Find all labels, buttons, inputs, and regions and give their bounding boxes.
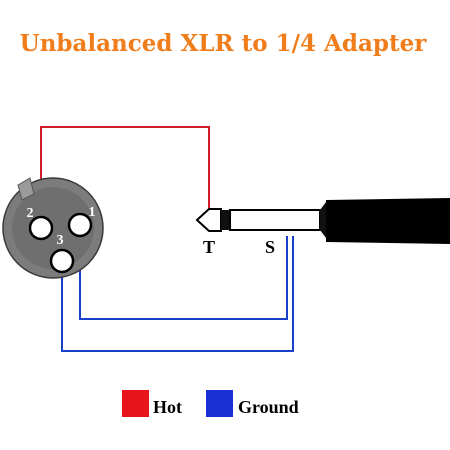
sleeve-label: S — [265, 237, 275, 257]
legend-hot-swatch — [122, 390, 149, 417]
plug-tip — [195, 208, 222, 232]
plug-collar — [320, 202, 326, 238]
legend-ground-label: Ground — [238, 397, 299, 417]
ground-wire-pin3 — [61, 236, 294, 352]
diagram-title: Unbalanced XLR to 1/4 Adapter — [20, 30, 428, 57]
ground-wire-pin1 — [79, 232, 288, 320]
plug-sleeve — [229, 209, 321, 231]
legend-ground-swatch — [206, 390, 233, 417]
xlr-pin-3-label: 3 — [57, 233, 64, 248]
xlr-pin-2-label: 2 — [27, 206, 34, 221]
legend: Hot Ground — [122, 390, 299, 417]
plug-handle — [326, 198, 450, 244]
xlr-connector: 2 1 3 — [2, 177, 104, 279]
tip-label: T — [203, 237, 215, 257]
quarter-inch-plug — [195, 198, 450, 244]
plug-insulator-ring — [221, 210, 230, 230]
hot-wire — [40, 126, 210, 218]
xlr-pin-1-label: 1 — [89, 205, 96, 220]
xlr-pin-3 — [49, 248, 75, 274]
xlr-pin-2 — [28, 215, 54, 241]
xlr-pin-1 — [67, 212, 93, 238]
legend-hot-label: Hot — [153, 397, 182, 417]
